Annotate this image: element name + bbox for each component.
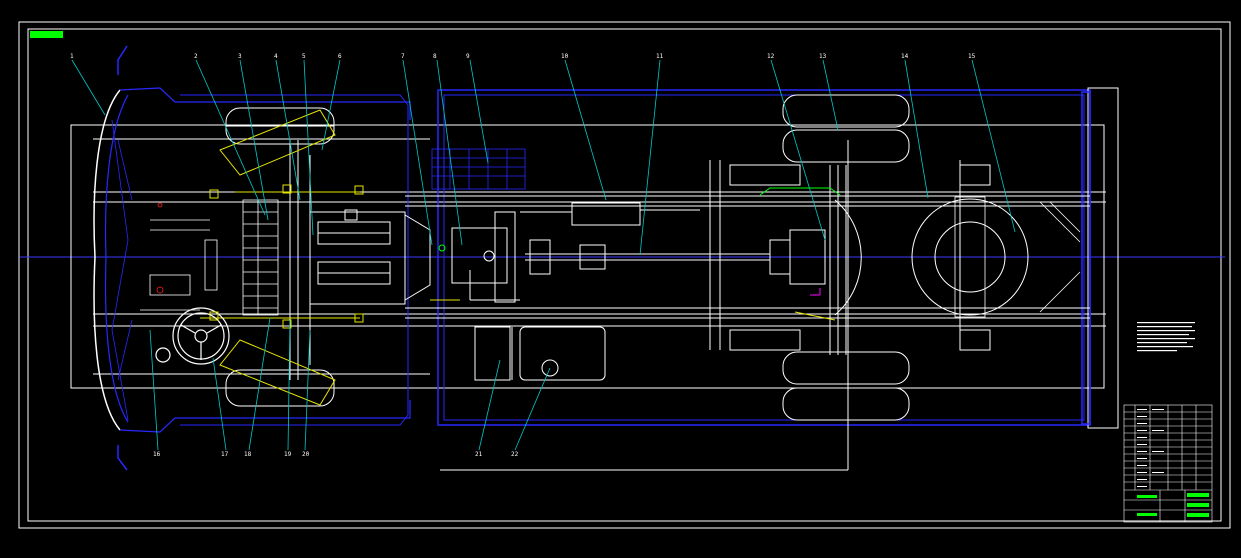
callout-8: 8: [433, 53, 437, 60]
callout-10: 10: [561, 53, 569, 60]
radiator: [242, 199, 279, 316]
callout-12: 12: [767, 53, 775, 60]
fuel-tank: [474, 326, 606, 381]
callout-5: 5: [302, 53, 306, 60]
callout-14: 14: [901, 53, 909, 60]
leader-lines: [71, 59, 1016, 451]
callout-11: 11: [656, 53, 664, 60]
steering-wheel: [155, 307, 230, 365]
corner-stamp: [30, 31, 63, 38]
brake-lines: [430, 187, 841, 321]
callout-3: 3: [238, 53, 242, 60]
callout-2: 2: [194, 53, 198, 60]
callout-16: 16: [153, 451, 161, 458]
callout-19: 19: [284, 451, 292, 458]
callout-22: 22: [511, 451, 519, 458]
propeller-shaft: [525, 229, 826, 285]
callout-20: 20: [302, 451, 310, 458]
spare-tire: [911, 196, 1081, 318]
sheet-frame: [18, 21, 1231, 529]
chassis-frame: [405, 140, 1090, 471]
technical-notes: [1137, 322, 1195, 352]
title-block: [1123, 404, 1213, 523]
callout-21: 21: [475, 451, 483, 458]
air-cleaner: [431, 148, 526, 190]
title-block-fills: [1137, 409, 1209, 517]
callout-9: 9: [466, 53, 470, 60]
callout-4: 4: [274, 53, 278, 60]
callout-17: 17: [221, 451, 229, 458]
callout-7: 7: [401, 53, 405, 60]
gearbox: [451, 211, 520, 303]
cab-controls: [140, 202, 218, 311]
callout-18: 18: [244, 451, 252, 458]
rear-wheels: [782, 94, 910, 421]
rear-axle: [729, 164, 991, 355]
callout-1: 1: [70, 53, 74, 60]
callout-15: 15: [968, 53, 976, 60]
engine: [309, 209, 431, 305]
callout-labels: 1 2 3 4 5 6 7 8 9 10 11 12 13 14 15 16 1…: [70, 53, 976, 458]
cargo-box: [437, 87, 1119, 429]
yellow-markers: [209, 184, 364, 329]
callout-6: 6: [338, 53, 342, 60]
muffler: [520, 202, 700, 226]
callout-13: 13: [819, 53, 827, 60]
cab-outline: [93, 45, 411, 471]
